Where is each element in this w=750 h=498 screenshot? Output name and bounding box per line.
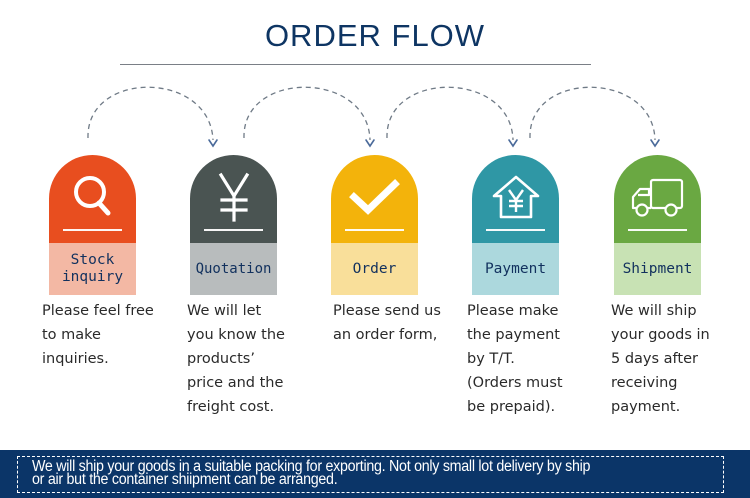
arc-2 bbox=[243, 86, 371, 141]
house-yen-icon bbox=[472, 169, 559, 225]
step-description: Please feel free to make inquiries. bbox=[42, 303, 154, 367]
checkmark-icon bbox=[331, 169, 418, 225]
arc-3 bbox=[386, 86, 514, 141]
truck-icon bbox=[614, 169, 701, 225]
step-payment: Payment bbox=[472, 155, 559, 295]
page-title: ORDER FLOW bbox=[264, 18, 486, 53]
icon-divider bbox=[204, 229, 263, 231]
flow-arrows bbox=[87, 86, 660, 148]
step-header bbox=[614, 155, 701, 243]
step-label: Shipment bbox=[614, 243, 701, 295]
icon-divider bbox=[345, 229, 404, 231]
yen-icon bbox=[190, 169, 277, 225]
step-label-line: inquiry bbox=[61, 269, 124, 285]
footer-note: We will ship your goods in a suitable pa… bbox=[17, 456, 724, 493]
icon-divider bbox=[486, 229, 545, 231]
step-label-line: Stock bbox=[70, 252, 115, 268]
arrowhead-icon bbox=[365, 139, 375, 148]
step-label: Quotation bbox=[190, 243, 277, 295]
step-shipment: Shipment bbox=[614, 155, 701, 295]
arrowhead-icon bbox=[650, 139, 660, 148]
title-divider bbox=[120, 64, 591, 65]
step-header bbox=[49, 155, 136, 243]
step-description: Please send us an order form, bbox=[333, 303, 441, 343]
step-order: Order bbox=[331, 155, 418, 295]
arrowhead-icon bbox=[208, 139, 218, 148]
footer-banner: We will ship your goods in a suitable pa… bbox=[0, 450, 750, 498]
step-label: Payment bbox=[472, 243, 559, 295]
step-stock-inquiry: Stock inquiry bbox=[49, 155, 136, 295]
step-description: We will ship your goods in 5 days after … bbox=[611, 303, 710, 415]
footer-line: or air but the container shiipment can b… bbox=[32, 471, 338, 488]
step-label: Order bbox=[331, 243, 418, 295]
step-quotation: Quotation bbox=[190, 155, 277, 295]
arc-1 bbox=[87, 86, 214, 141]
step-description: We will let you know the products’ price… bbox=[187, 303, 285, 415]
footer-line: We will ship your goods in a suitable pa… bbox=[32, 458, 591, 475]
search-icon bbox=[49, 169, 136, 225]
icon-divider bbox=[628, 229, 687, 231]
icon-divider bbox=[63, 229, 122, 231]
arc-4 bbox=[529, 86, 656, 141]
arrowhead-icon bbox=[508, 139, 518, 148]
step-description: Please make the payment by T/T. (Orders … bbox=[467, 303, 563, 415]
step-label: Stock inquiry bbox=[49, 243, 136, 295]
